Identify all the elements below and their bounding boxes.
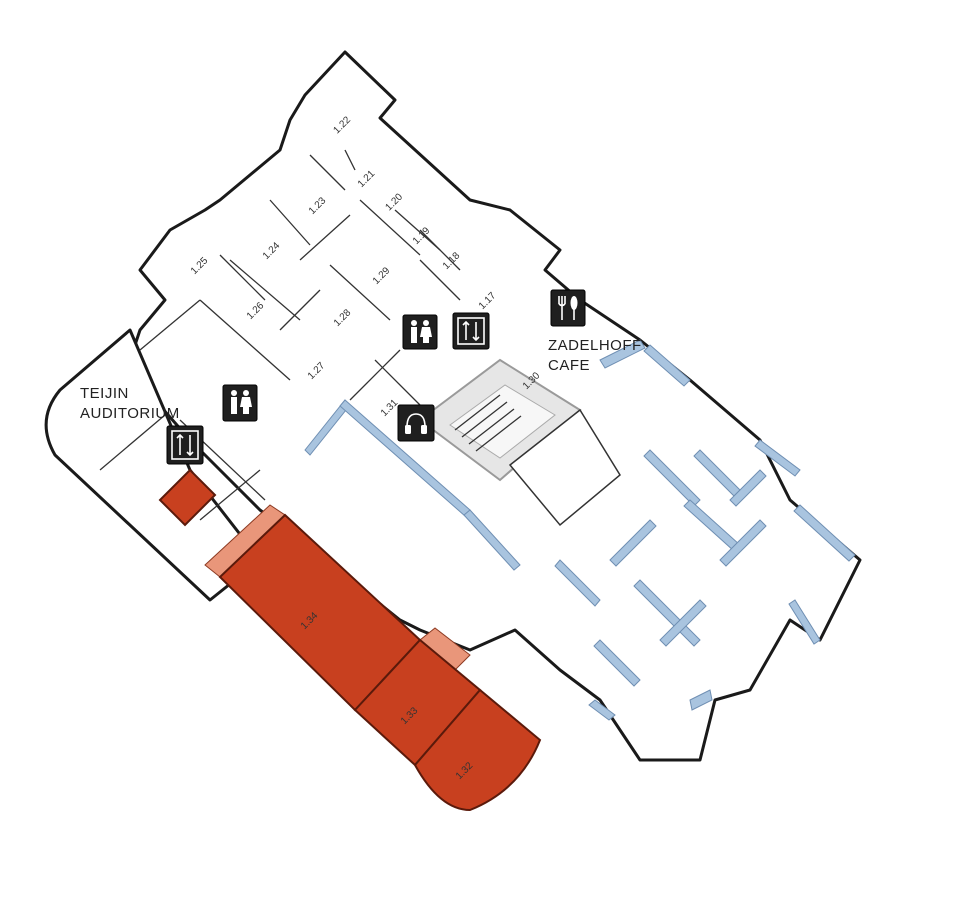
interior-walls [99, 149, 461, 521]
auditorium-label-line1: TEIJIN [80, 385, 129, 402]
cafe-label-line1: ZADELHOFF [548, 337, 642, 354]
auditorium-red-block [158, 468, 217, 527]
headphones-icon [397, 404, 435, 442]
room-1-32-area [413, 688, 542, 812]
restroom-icon [222, 384, 258, 422]
restroom-icon [402, 314, 438, 350]
blue-wing [304, 339, 856, 721]
highlighted-rooms [158, 468, 542, 812]
stairwell [418, 358, 621, 527]
auditorium-label-line2: AUDITORIUM [80, 405, 180, 422]
cafe-label-line2: CAFE [548, 357, 590, 374]
fork-knife-icon [550, 289, 586, 327]
elevator-icon [452, 312, 490, 350]
elevator-icon [166, 425, 204, 465]
area-labels: TEIJIN AUDITORIUM ZADELHOFF CAFE [80, 337, 642, 422]
